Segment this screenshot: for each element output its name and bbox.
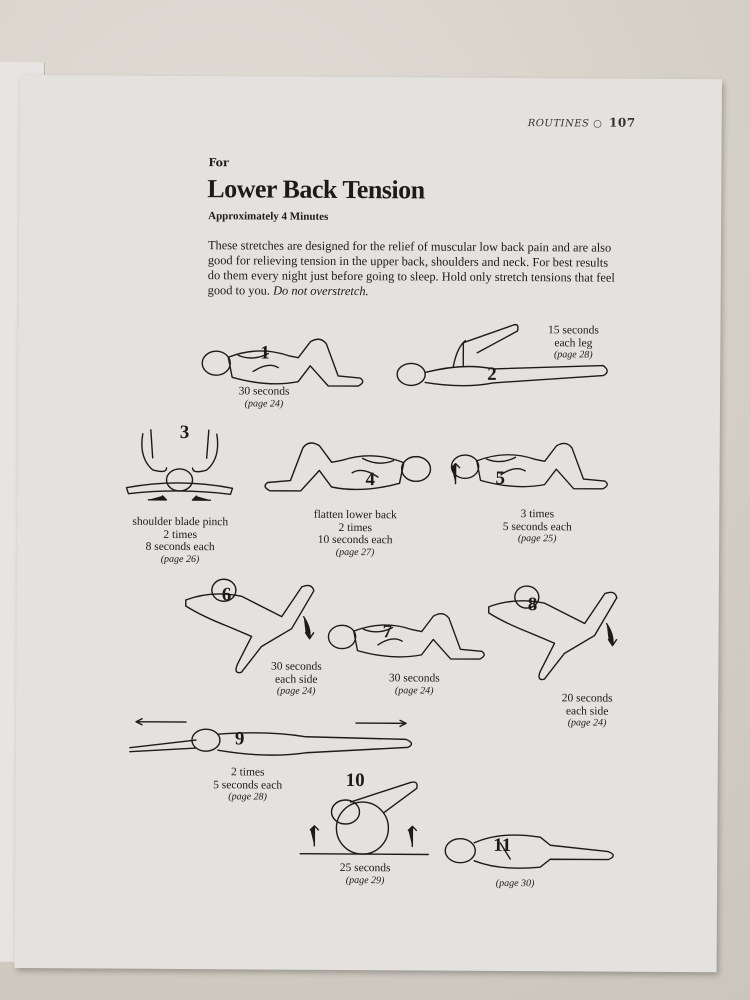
exercise-number-11: 11 [493,834,512,857]
exercise-caption-8: 20 seconds each side (page 24) [517,692,657,731]
exercise-caption-2: 15 seconds each leg (page 28) [503,324,643,363]
exercise-illustration-5 [447,430,612,501]
caption-line: each side [565,704,609,718]
exercise-number-4: 4 [365,469,376,491]
caption-line: 2 times [230,766,265,779]
page-reference: (page 30) [495,877,535,890]
exercise-number-5: 5 [495,467,506,489]
exercise-number-2: 2 [487,363,497,385]
exercise-caption-1: 30 seconds (page 24) [194,385,334,411]
exercise-caption-5: 3 times 5 seconds each (page 25) [467,508,607,547]
title-prefix: For [208,156,229,170]
caption-line: 10 seconds each [317,534,393,547]
caption-line: 2 times [163,528,197,541]
exercise-illustration-7 [324,605,489,666]
page-reference: (page 24) [394,684,434,697]
page-reference: (page 25) [517,533,557,545]
caption-line: 25 seconds [339,861,391,875]
exercise-number-7: 7 [382,621,393,643]
exercise-illustration-1 [198,331,368,392]
exercise-number-8: 8 [527,594,538,616]
exercise-illustration-4 [259,433,434,499]
exercise-illustration-9 [129,718,413,757]
exercise-number-1: 1 [260,342,270,364]
exercise-caption-4: flatten lower back 2 times 10 seconds ea… [285,509,425,560]
exercise-caption-7: 30 seconds (page 24) [344,672,484,698]
caption-line: 30 seconds [388,672,440,685]
page-reference: (page 28) [228,791,267,803]
intro-text: These stretches are designed for the rel… [207,238,615,298]
exercise-illustration-3 [125,429,234,501]
exercise-caption-10: 25 seconds (page 29) [295,862,435,888]
page-number: 107 [608,115,636,130]
page-reference: (page 24) [244,397,284,410]
caption-line: flatten lower back [313,508,397,522]
intro-emphasis: Do not overstretch. [273,283,369,299]
caption-line: shoulder blade pinch [132,515,229,529]
exercise-illustration-10 [299,781,429,856]
running-header: ROUTINES ○ 107 [528,115,636,130]
page-reference: (page 28) [553,349,593,361]
exercise-caption-9: 2 times 5 seconds each (page 28) [178,766,318,805]
page-reference: (page 24) [567,717,607,729]
caption-line: 15 seconds [548,324,599,337]
page-reference: (page 29) [345,874,385,886]
caption-line: 5 seconds each [213,778,283,792]
caption-line: 5 seconds each [502,520,572,533]
caption-line: each leg [554,336,593,350]
exercise-illustration-2 [396,323,608,387]
exercise-number-9: 9 [234,728,245,750]
page-title: Lower Back Tension [207,174,425,205]
exercise-number-3: 3 [179,421,190,444]
section-name: ROUTINES [527,118,590,130]
book-page: ROUTINES ○ 107 For Lower Back Tension Ap… [14,75,722,973]
exercise-caption-11: (page 30) [445,878,585,891]
caption-line: 3 times [520,508,555,521]
caption-line: 20 seconds [561,692,613,705]
caption-line: 8 seconds each [145,540,215,554]
caption-line: 2 times [338,521,373,534]
page-reference: (page 27) [335,546,375,558]
exercise-number-10: 10 [345,770,365,792]
exercise-illustration-11 [444,834,614,869]
exercise-caption-3: shoulder blade pinch 2 times 8 seconds e… [110,516,250,567]
exercise-illustration-6 [185,578,315,674]
duration: Approximately 4 Minutes [208,210,329,223]
page-reference: (page 26) [160,553,200,565]
caption-line: 30 seconds [238,385,290,398]
intro-paragraph: These stretches are designed for the rel… [208,238,618,301]
header-separator: ○ [593,118,603,130]
exercise-number-6: 6 [221,584,232,606]
exercise-illustration-8 [488,585,618,681]
